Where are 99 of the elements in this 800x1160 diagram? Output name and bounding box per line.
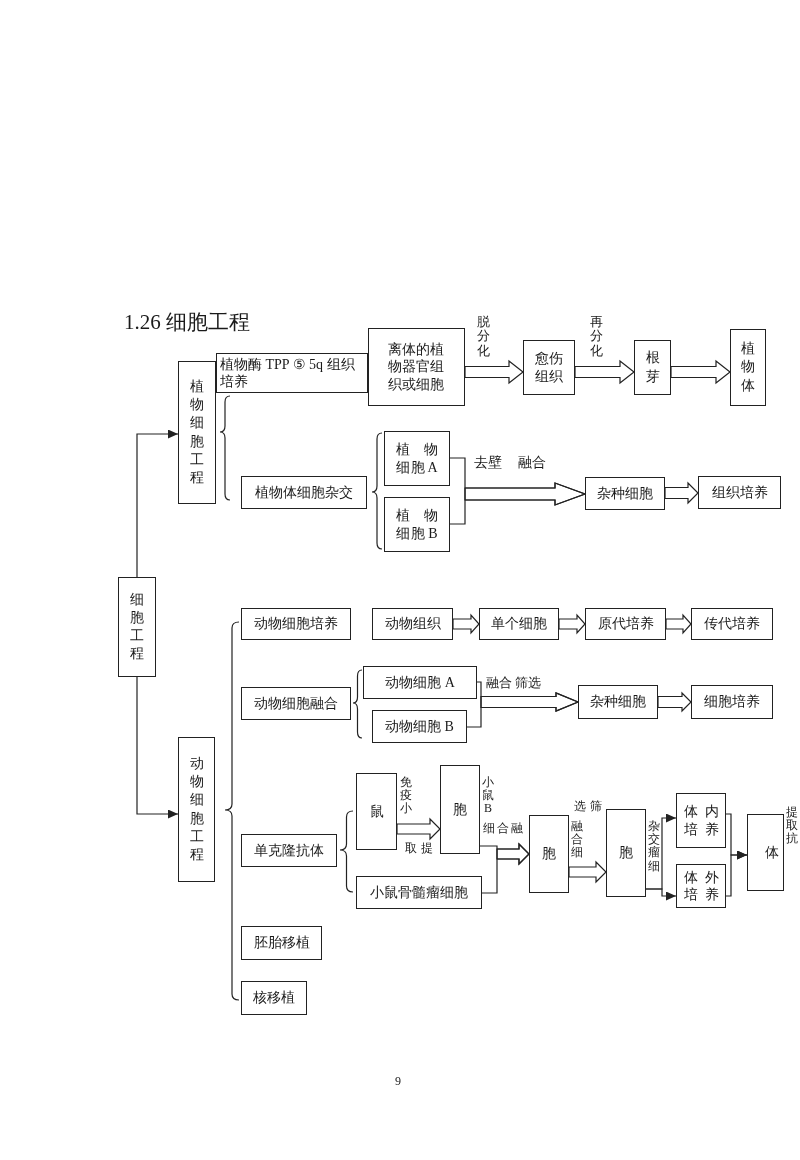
edge-label: 选筛	[574, 800, 606, 814]
edge-label: 细合融	[483, 822, 525, 836]
process-box	[529, 815, 569, 893]
block-arrow	[657, 691, 692, 713]
box-text: 植物酶 TPP ⑤ 5q 组织培养	[219, 355, 356, 391]
box-text: 根芽	[645, 349, 660, 386]
block-arrow	[481, 842, 530, 894]
side-note: 小鼠B	[482, 776, 494, 816]
process-box	[384, 497, 450, 552]
process-box	[241, 834, 337, 867]
box-text: 胚胎移植	[253, 934, 310, 952]
connector-arrow	[645, 888, 677, 901]
edge-label: 融合 筛选	[486, 676, 542, 691]
page-number: 9	[395, 1074, 401, 1089]
connector-arrow	[725, 850, 748, 897]
process-box	[368, 328, 465, 406]
edge-label: 取提	[405, 842, 437, 856]
box-text: 胞	[542, 845, 556, 863]
block-arrow	[568, 860, 607, 884]
process-box	[698, 476, 781, 509]
block-arrow	[452, 613, 480, 635]
box-text: 植物细胞 A	[396, 441, 438, 476]
block-arrow	[464, 359, 524, 385]
side-note: 免疫小	[400, 776, 412, 816]
box-text: 细胞培养	[704, 693, 760, 711]
side-note: 提取抗	[786, 806, 798, 846]
process-box	[241, 608, 351, 640]
block-arrow	[665, 613, 692, 635]
box-text: 植物体	[741, 340, 755, 395]
process-box	[178, 361, 216, 504]
block-arrow	[449, 482, 587, 525]
side-note: 杂交瘤细	[648, 820, 660, 873]
process-box	[634, 340, 671, 395]
box-text: 体内培养	[683, 803, 719, 838]
box-text: 体	[765, 843, 779, 862]
box-text: 动物细胞 B	[385, 717, 454, 736]
block-arrow	[466, 692, 580, 728]
process-box	[585, 477, 665, 510]
process-box	[606, 809, 646, 897]
block-arrow	[396, 817, 441, 841]
process-box	[691, 685, 773, 719]
edge-label: 脱分化	[477, 315, 490, 358]
box-text: 细胞工程	[130, 590, 144, 664]
process-box	[372, 608, 453, 640]
process-box	[241, 476, 367, 509]
block-arrow	[670, 359, 731, 385]
process-box	[479, 608, 559, 640]
process-box	[241, 981, 307, 1015]
box-text: 胞	[453, 800, 467, 819]
box-text: 动物细胞融合	[254, 694, 338, 713]
box-text: 植物体细胞杂交	[255, 483, 353, 502]
box-text: 动物组织	[384, 615, 441, 633]
title: 1.26 细胞工程	[124, 309, 250, 335]
box-text: 原代培养	[597, 615, 654, 633]
side-note: 融合细	[571, 820, 583, 860]
box-text: 核移植	[253, 989, 295, 1007]
block-arrow	[574, 359, 635, 385]
box-text: 单克隆抗体	[254, 841, 324, 860]
process-box	[676, 793, 726, 848]
box-text: 动物细胞 A	[385, 673, 455, 692]
connector-arrow	[136, 676, 179, 819]
box-text: 单个细胞	[491, 615, 547, 633]
process-box	[676, 864, 726, 908]
box-text: 杂种细胞	[597, 484, 653, 503]
box-text: 传代培养	[704, 615, 760, 633]
box-text: 动物细胞培养	[254, 615, 338, 633]
box-text: 离体的植物器官组织或细胞	[387, 340, 446, 394]
process-box	[384, 431, 450, 486]
box-text: 植物细胞 B	[396, 507, 438, 542]
process-box	[747, 814, 784, 891]
process-box	[691, 608, 773, 640]
box-text: 植物细胞工程	[190, 377, 204, 487]
process-box	[585, 608, 666, 640]
process-box	[363, 666, 477, 699]
process-box	[356, 773, 397, 850]
process-box	[178, 737, 215, 882]
process-box	[241, 687, 351, 720]
process-box	[356, 876, 482, 909]
process-box	[523, 340, 575, 395]
process-box	[118, 577, 156, 677]
box-text: 杂种细胞	[590, 693, 646, 711]
box-text: 体外培养	[683, 868, 719, 904]
block-arrow	[664, 481, 699, 505]
edge-label: 去壁 融合	[474, 455, 546, 472]
edge-label: 再分化	[590, 315, 603, 358]
box-text: 组织培养	[711, 483, 768, 502]
box-text: 胞	[619, 844, 633, 862]
box-text: 愈伤组织	[535, 350, 563, 385]
process-box	[241, 926, 322, 960]
process-box	[578, 685, 658, 719]
process-box	[730, 329, 766, 406]
connector-arrow	[136, 429, 179, 578]
process-box	[440, 765, 480, 854]
process-box	[372, 710, 467, 743]
box-text: 小鼠骨髓瘤细胞	[370, 883, 468, 902]
box-text: 动物细胞工程	[189, 754, 204, 864]
block-arrow	[558, 613, 586, 635]
process-box	[216, 353, 368, 393]
box-text: 鼠	[369, 802, 384, 821]
